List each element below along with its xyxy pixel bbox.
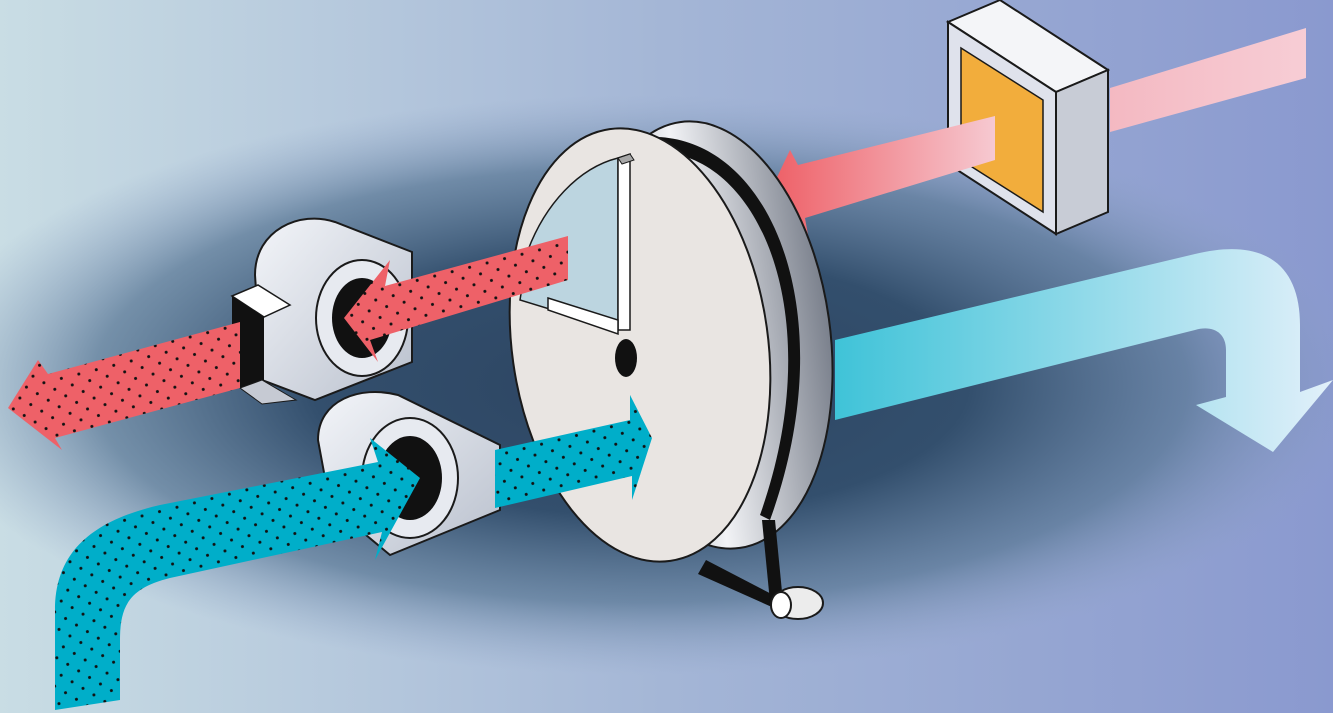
desiccant-dehumidifier-diagram bbox=[0, 0, 1333, 713]
diagram-canvas bbox=[0, 0, 1333, 713]
